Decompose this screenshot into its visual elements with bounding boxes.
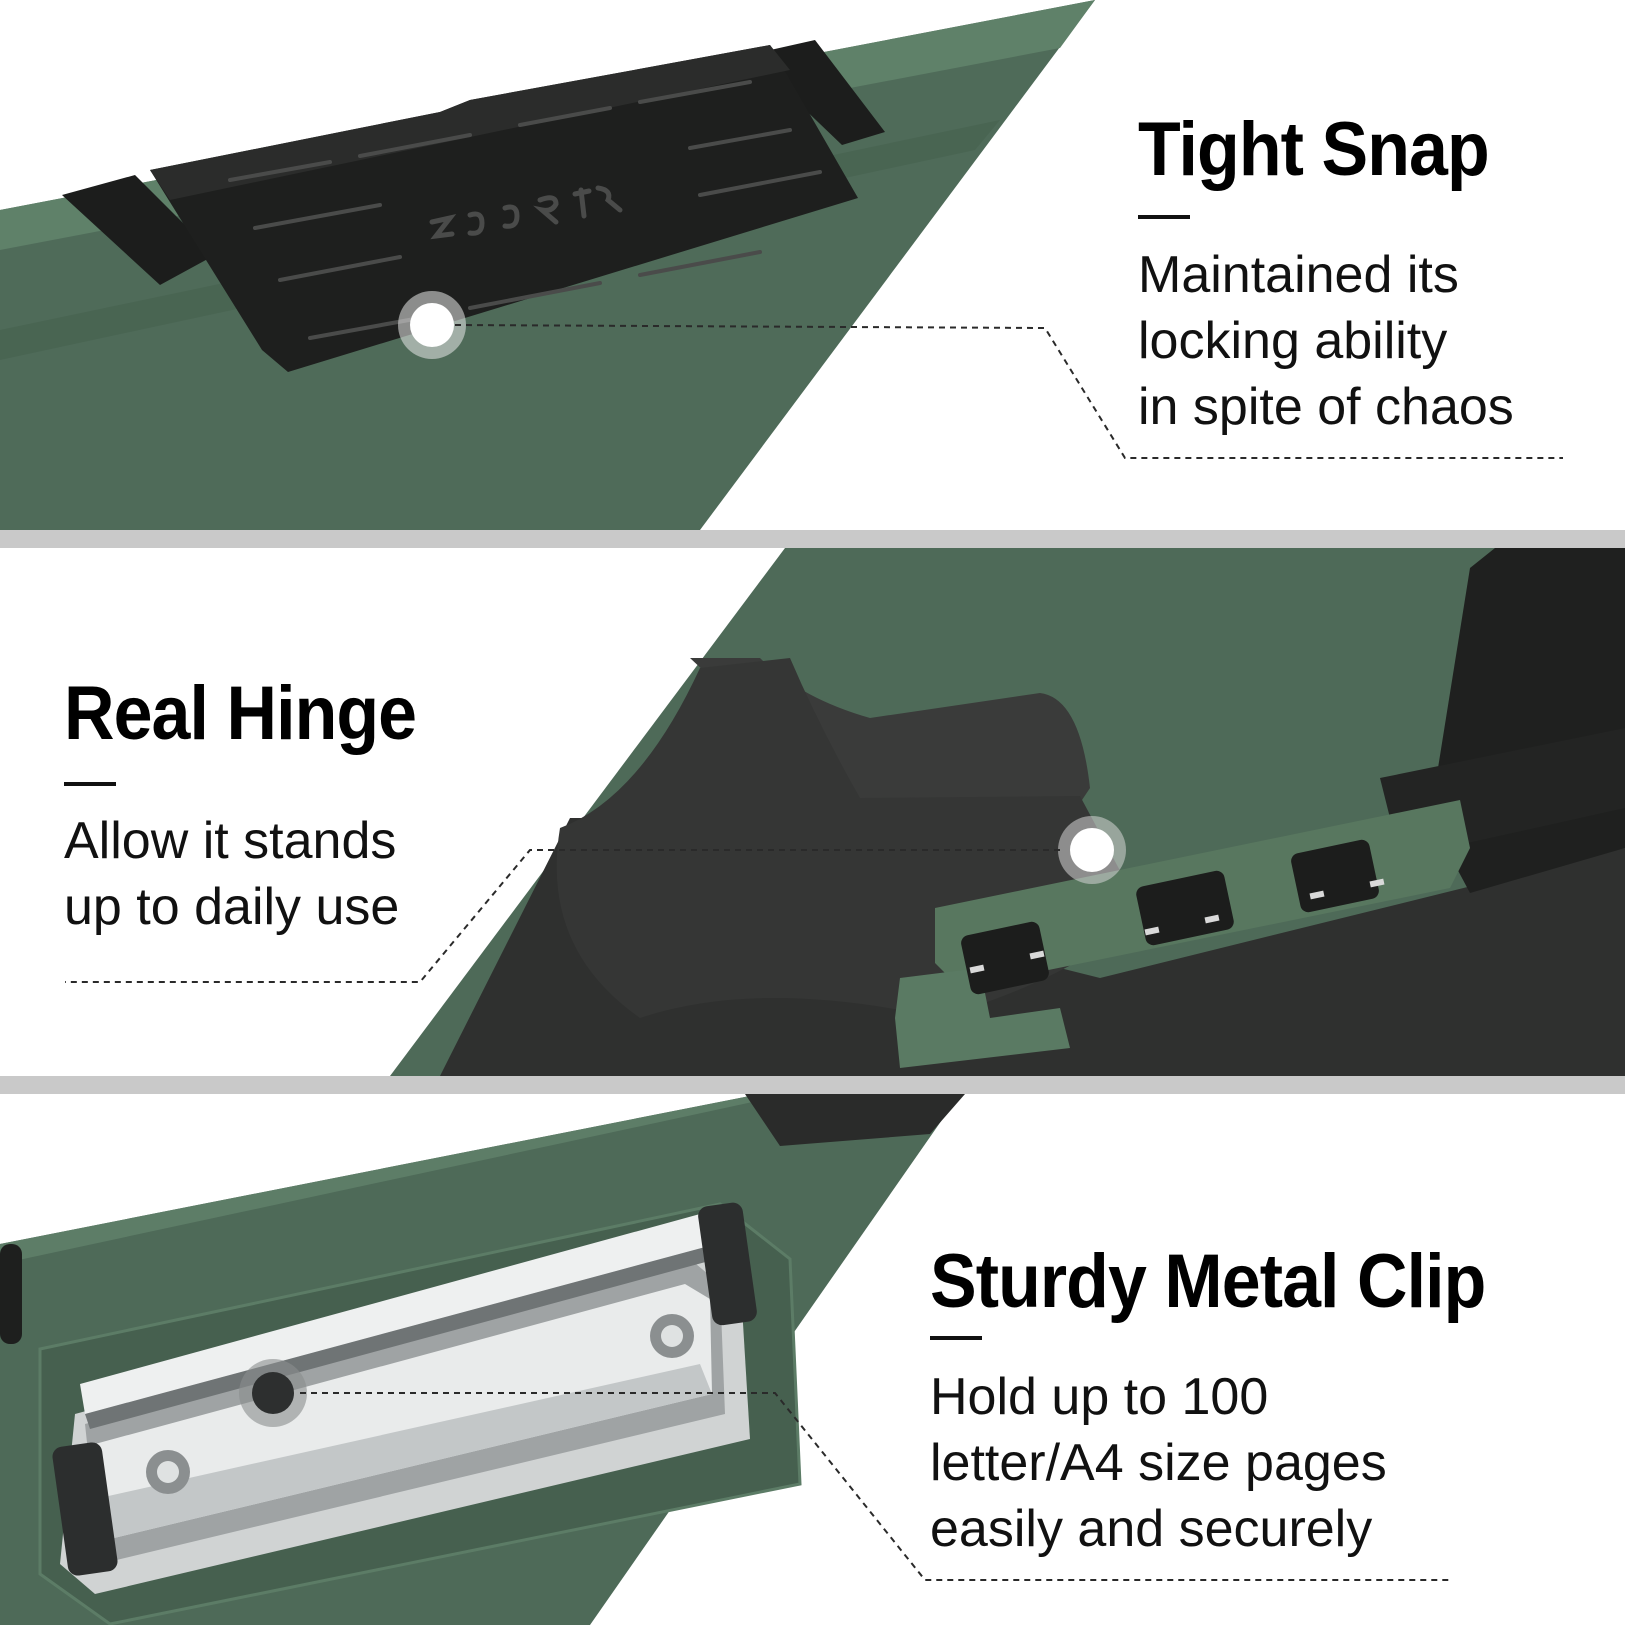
- snap-product-image: [0, 0, 1095, 530]
- zoosr-logo-emboss: [429, 185, 623, 240]
- description-line: in spite of chaos: [1138, 378, 1514, 436]
- panel-separator: [0, 530, 1625, 548]
- feature-description-sturdy-metal-clip: Hold up to 100 letter/A4 size pages easi…: [930, 1364, 1387, 1562]
- panel-real-hinge: Real Hinge Allow it stands up to daily u…: [0, 548, 1625, 1076]
- description-line: up to daily use: [64, 878, 400, 936]
- feature-title-real-hinge: Real Hinge: [64, 671, 417, 756]
- title-underline: [930, 1336, 982, 1340]
- hinge-marker-dot: [1058, 816, 1126, 884]
- feature-description-tight-snap: Maintained its locking ability in spite …: [1138, 242, 1514, 440]
- description-line: letter/A4 size pages: [930, 1434, 1387, 1492]
- feature-description-real-hinge: Allow it stands up to daily use: [64, 808, 399, 940]
- panel-separator: [0, 1076, 1625, 1094]
- clip-marker-dot: [239, 1359, 307, 1427]
- snap-marker-dot: [398, 291, 466, 359]
- description-line: Maintained its: [1138, 246, 1459, 304]
- panel-tight-snap: Tight Snap Maintained its locking abilit…: [0, 0, 1625, 530]
- feature-title-tight-snap: Tight Snap: [1138, 107, 1490, 192]
- description-line: Hold up to 100: [930, 1368, 1269, 1426]
- title-underline: [64, 782, 116, 786]
- description-line: Allow it stands: [64, 812, 397, 870]
- description-line: locking ability: [1138, 312, 1448, 370]
- feature-title-sturdy-metal-clip: Sturdy Metal Clip: [930, 1239, 1486, 1324]
- description-line: easily and securely: [930, 1500, 1373, 1558]
- title-underline: [1138, 215, 1190, 219]
- panel-sturdy-metal-clip: Sturdy Metal Clip Hold up to 100 letter/…: [0, 1094, 1625, 1625]
